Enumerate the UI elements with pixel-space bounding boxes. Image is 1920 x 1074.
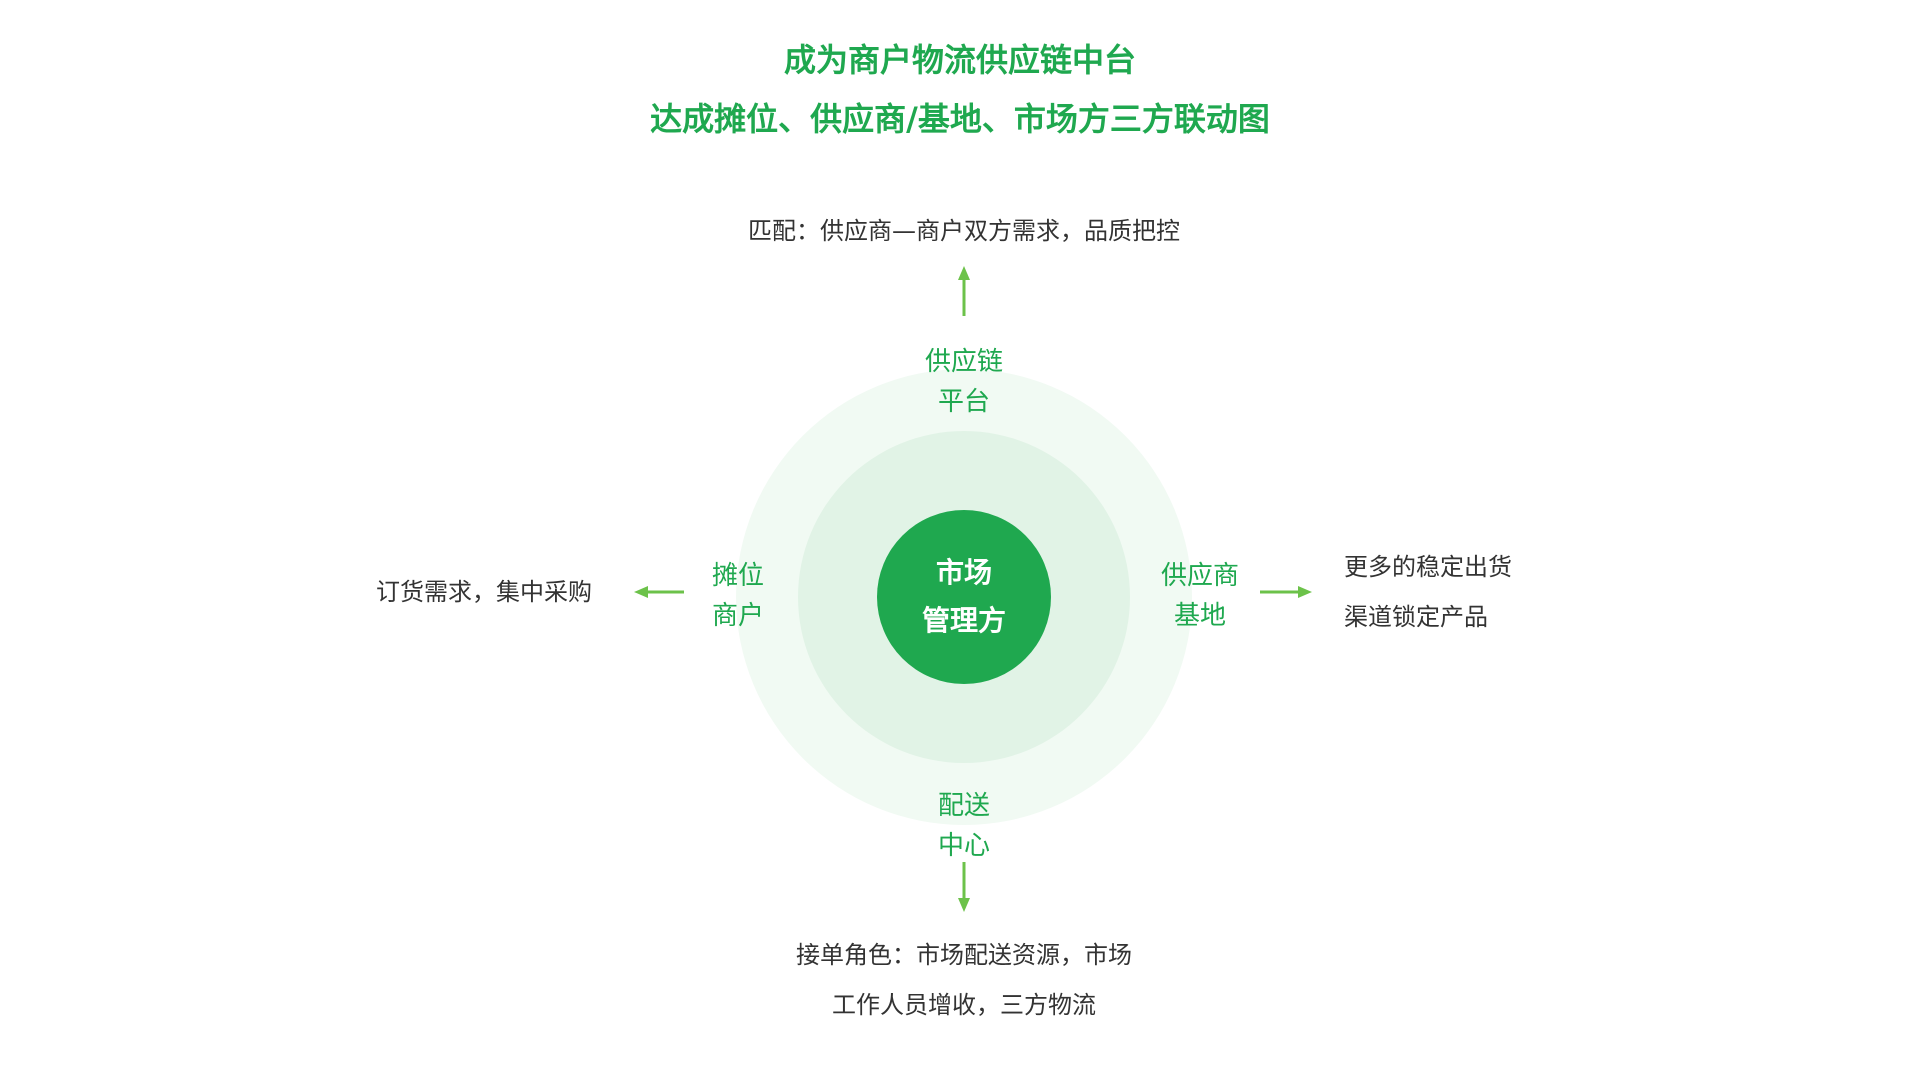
node-right-line1: 供应商 bbox=[1160, 561, 1239, 591]
arrow-left bbox=[634, 586, 684, 598]
arrow-right bbox=[1260, 586, 1312, 598]
bottom-description-line1: 接单角色：市场配送资源，市场 bbox=[796, 941, 1132, 969]
node-stall-merchants: 摊位 商户 bbox=[696, 556, 780, 636]
node-left-line1: 摊位 bbox=[711, 561, 764, 591]
node-right-line2: 基地 bbox=[1173, 601, 1226, 631]
top-description: 匹配：供应商—商户双方需求，品质把控 bbox=[748, 217, 1180, 245]
diagram-title: 成为商户物流供应链中台 bbox=[783, 41, 1136, 79]
arrow-up bbox=[958, 266, 970, 316]
node-top-line2: 平台 bbox=[937, 387, 990, 417]
node-delivery-center: 配送 中心 bbox=[914, 786, 1014, 866]
right-description-line1: 更多的稳定出货 bbox=[1344, 553, 1512, 581]
bottom-description-line2: 工作人员增收，三方物流 bbox=[832, 991, 1096, 1019]
node-supply-chain-platform: 供应链 平台 bbox=[894, 342, 1034, 422]
arrow-down bbox=[958, 862, 970, 912]
diagram-subtitle: 达成摊位、供应商/基地、市场方三方联动图 bbox=[650, 100, 1270, 138]
node-top-line1: 供应链 bbox=[924, 347, 1003, 377]
right-description: 更多的稳定出货 渠道锁定产品 bbox=[1344, 542, 1512, 642]
node-left-line2: 商户 bbox=[711, 601, 764, 631]
node-bottom-line2: 中心 bbox=[937, 831, 990, 861]
center-node-line2: 管理方 bbox=[921, 604, 1006, 637]
center-node-line1: 市场 bbox=[935, 556, 992, 589]
node-suppliers-bases: 供应商 基地 bbox=[1150, 556, 1250, 636]
left-description: 订货需求，集中采购 bbox=[376, 578, 592, 606]
center-node: 市场 管理方 bbox=[877, 510, 1051, 684]
bottom-description: 接单角色：市场配送资源，市场 工作人员增收，三方物流 bbox=[664, 930, 1264, 1030]
right-description-line2: 渠道锁定产品 bbox=[1344, 603, 1488, 631]
node-bottom-line1: 配送 bbox=[937, 791, 990, 821]
